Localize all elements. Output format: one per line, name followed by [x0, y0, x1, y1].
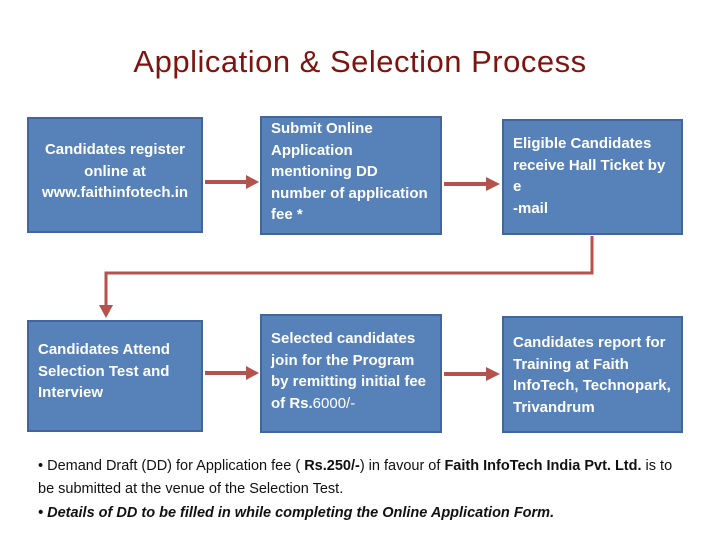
note-demand-draft: • Demand Draft (DD) for Application fee …: [38, 458, 673, 497]
arrow-submit-to-hallticket: [444, 177, 500, 191]
flow-box-register-online: Candidates register online at www.faithi…: [27, 117, 203, 233]
flow-box-join-program-text: Selected candidates join for the Program…: [271, 330, 427, 412]
arrow-register-to-submit: [205, 175, 259, 189]
note-dd-details: • Details of DD to be filled in while co…: [38, 505, 555, 521]
flow-box-join-program: Selected candidates join for the Program…: [260, 314, 442, 433]
flow-box-hall-ticket-text: Eligible Candidates receive Hall Ticket …: [513, 135, 666, 217]
arrow-joinprogram-to-training: [444, 367, 500, 381]
notes: • Demand Draft (DD) for Application fee …: [38, 455, 692, 525]
arrow-selectiontest-to-joinprogram: [205, 366, 259, 380]
flow-box-join-program-amount: 6000/-: [312, 394, 356, 412]
slide-title: Application & Selection Process: [133, 44, 587, 79]
flow-box-hall-ticket: Eligible Candidates receive Hall Ticket …: [502, 119, 683, 235]
flow-box-submit-application: Submit Online Application mentioning DD …: [260, 116, 442, 235]
connector-hallticket-to-selectiontest: [99, 236, 594, 318]
flow-box-report-training: Candidates report for Training at Faith …: [502, 316, 683, 433]
flow-box-selection-test: Candidates Attend Selection Test and Int…: [27, 320, 203, 432]
flow-box-selection-test-text: Candidates Attend Selection Test and Int…: [38, 341, 170, 401]
flow-box-report-training-text: Candidates report for Training at Faith …: [513, 334, 671, 416]
flow-box-submit-application-text: Submit Online Application mentioning DD …: [271, 120, 428, 223]
flow-box-register-online-text: Candidates register online at www.faithi…: [41, 141, 189, 201]
